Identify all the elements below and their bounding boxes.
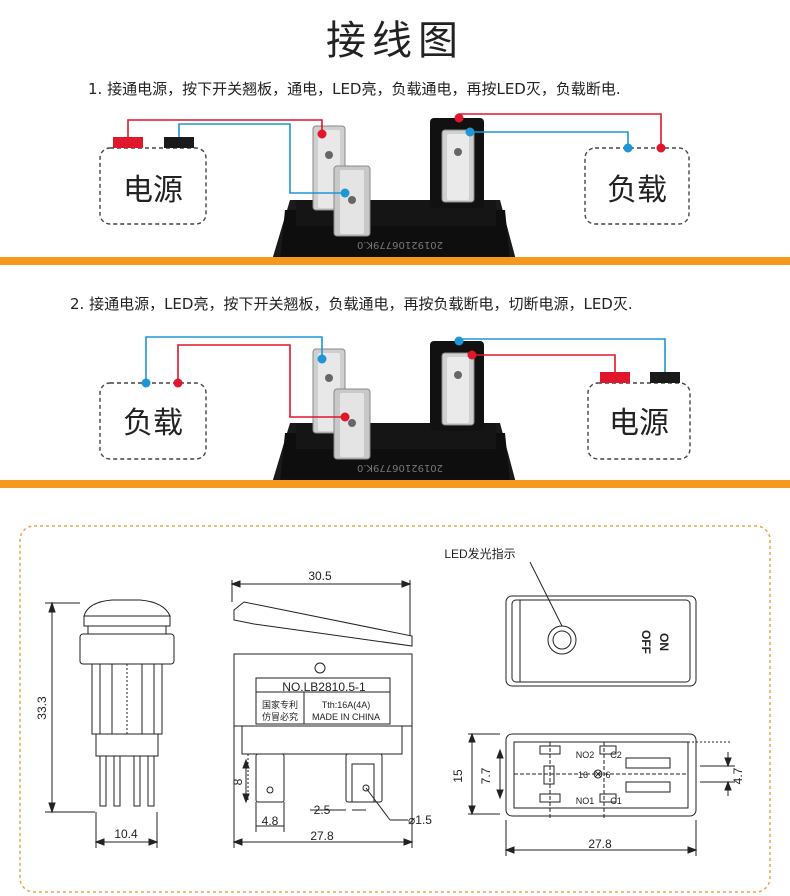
- wire-blue-a: [178, 123, 345, 194]
- terminal-left-pair: [312, 125, 371, 237]
- label-no2: NO2: [576, 750, 595, 760]
- left-box: [99, 382, 207, 460]
- top-view: [505, 561, 697, 687]
- wire-red-a: [127, 119, 323, 137]
- dimension-drawing: 33.3 10.4 30.5 NO.L: [19, 525, 771, 893]
- divider-band-2: [0, 480, 790, 488]
- wire-red-b: [458, 113, 662, 148]
- dim-bottom-width: 27.8: [310, 829, 334, 843]
- wire-red-b: [472, 354, 616, 372]
- plug-red: [600, 372, 630, 383]
- model-number: NO.LB2810.5-1: [282, 680, 366, 694]
- drawing-frame: [19, 525, 771, 893]
- divider-band-1: [0, 257, 790, 265]
- right-box: [587, 382, 691, 460]
- patent-line2: 仿冒必究: [262, 711, 298, 722]
- step2-instruction: 2. 接通电源，LED亮，按下开关翘板，负载通电，再按负载断电，切断电源，LED…: [70, 295, 633, 313]
- terminal-left-pair: [312, 348, 371, 460]
- step1-instruction: 1. 接通电源，按下开关翘板，通电，LED亮，负载通电，再按LED灭，负载断电.: [88, 80, 621, 98]
- terminal-right: [430, 118, 484, 208]
- dim-gap: 2.5: [314, 803, 331, 817]
- dim-terminal-h: 8: [231, 778, 245, 785]
- switch-body: 20192106779K.0: [272, 423, 516, 483]
- label-no1: NO1: [576, 796, 595, 806]
- wiring-diagram-1: 20192106779K.0 电源 负载: [99, 113, 690, 260]
- label-16: 16: [578, 770, 588, 780]
- dim-bottom-right: 27.8: [588, 837, 612, 851]
- dim-hole: ⌀1.5: [408, 813, 432, 827]
- wire-blue-a: [145, 336, 323, 383]
- bottom-view: [468, 732, 735, 856]
- rating: Tth:16A(4A): [322, 700, 371, 710]
- side-view: [45, 599, 175, 848]
- right-box: [584, 147, 690, 225]
- dim-7-7: 7.7: [479, 767, 493, 784]
- wire-red-a: [177, 344, 345, 418]
- made-in: MADE IN CHINA: [312, 712, 380, 722]
- dim-top-width: 30.5: [308, 569, 332, 583]
- dim-terminal-w: 4.8: [262, 814, 279, 828]
- wire-blue-b: [470, 131, 629, 148]
- patent-line1: 国家专利: [262, 699, 298, 710]
- front-view: [230, 580, 414, 848]
- led-label: LED发光指示: [444, 546, 515, 561]
- terminal-right: [430, 341, 484, 431]
- dim-15: 15: [451, 769, 465, 783]
- dim-base: 10.4: [114, 827, 138, 841]
- right-box-label: 电源: [609, 406, 669, 441]
- left-box-label: 负载: [123, 406, 183, 441]
- wiring-diagram-2: 20192106779K.0 负载 电源: [99, 336, 691, 483]
- switch-body: 20192106779K.0: [272, 200, 516, 260]
- dim-4-7: 4.7: [731, 767, 745, 784]
- off-label: OFF: [639, 630, 653, 654]
- dim-height: 33.3: [35, 696, 49, 720]
- left-box-label: 电源: [123, 173, 183, 208]
- left-box: [99, 147, 207, 225]
- label-c1: C1: [610, 796, 622, 806]
- right-box-label: 负载: [607, 173, 667, 208]
- on-label: ON: [657, 633, 671, 651]
- housing-print: 20192106779K.0: [357, 462, 443, 473]
- plug-red: [113, 137, 143, 148]
- label-6: 6: [605, 770, 610, 780]
- label-c2: C2: [610, 750, 622, 760]
- plug-black: [164, 137, 194, 148]
- page-title: 接线图: [326, 18, 464, 64]
- plug-black: [650, 372, 680, 383]
- housing-print: 20192106779K.0: [357, 239, 443, 250]
